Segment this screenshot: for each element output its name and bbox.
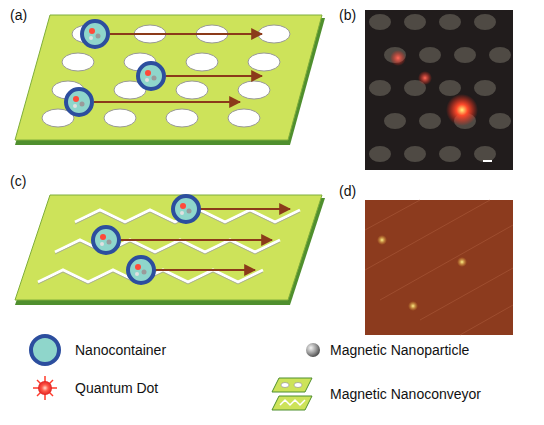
legend-text: Magnetic Nanoparticle bbox=[330, 341, 469, 359]
fluorescence-image-d bbox=[365, 200, 513, 335]
panel-label: (c) bbox=[10, 172, 26, 190]
legend-text: Quantum Dot bbox=[75, 379, 158, 397]
panel-label: (b) bbox=[339, 6, 356, 24]
legend-text: Nanocontainer bbox=[75, 341, 166, 359]
legend-text: Magnetic Nanoconveyor bbox=[330, 385, 481, 403]
nanoconveyor-panel-c bbox=[15, 195, 325, 305]
panel-label: (d) bbox=[339, 182, 356, 200]
nanoconveyor-panel-a bbox=[15, 15, 325, 145]
fluorescence-image-b bbox=[365, 10, 513, 170]
legend-icons bbox=[31, 336, 320, 410]
panel-label: (a) bbox=[10, 6, 27, 24]
